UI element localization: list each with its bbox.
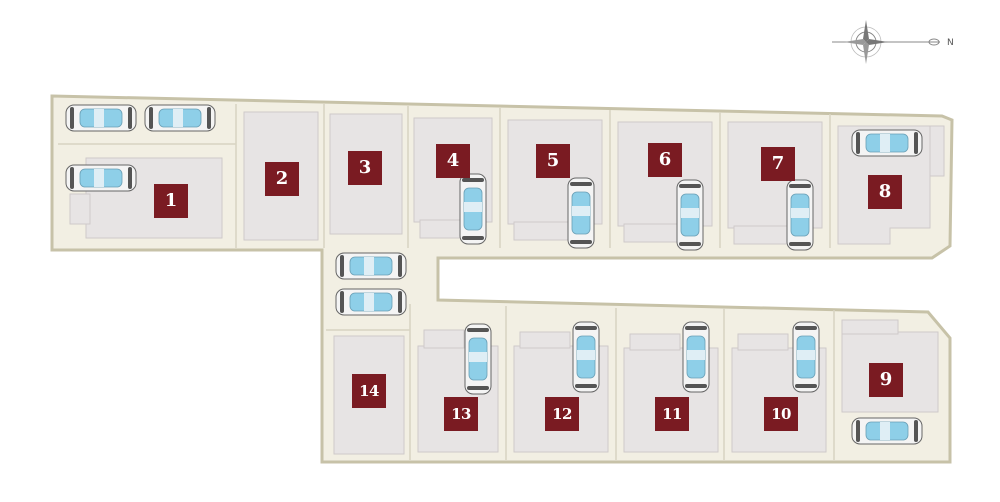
lot-label-8[interactable]: 8 <box>868 175 902 209</box>
north-label: N <box>947 38 954 48</box>
lot-label-12[interactable]: 12 <box>545 397 579 431</box>
lot-label-6[interactable]: 6 <box>648 143 682 177</box>
lot-label-4[interactable]: 4 <box>436 144 470 178</box>
car-icon <box>144 104 216 132</box>
car-icon <box>572 321 600 393</box>
car-icon <box>459 173 487 245</box>
lot-label-5[interactable]: 5 <box>536 144 570 178</box>
car-icon <box>851 129 923 157</box>
lot-label-7[interactable]: 7 <box>761 147 795 181</box>
car-icon <box>792 321 820 393</box>
car-icon <box>335 288 407 316</box>
lot-label-11[interactable]: 11 <box>655 397 689 431</box>
car-icon <box>464 323 492 395</box>
car-icon <box>567 177 595 249</box>
lot-dividers-bottom <box>326 304 835 460</box>
lot-label-13[interactable]: 13 <box>444 397 478 431</box>
compass-rose-icon <box>832 20 940 64</box>
car-icon <box>676 179 704 251</box>
lot-label-14[interactable]: 14 <box>352 374 386 408</box>
lot-label-1[interactable]: 1 <box>154 184 188 218</box>
car-icon <box>65 104 137 132</box>
car-icon <box>335 252 407 280</box>
lot-label-3[interactable]: 3 <box>348 151 382 185</box>
car-icon <box>851 417 923 445</box>
lot-label-10[interactable]: 10 <box>764 397 798 431</box>
car-icon <box>682 321 710 393</box>
lot-label-9[interactable]: 9 <box>869 363 903 397</box>
lot-dividers-top <box>58 104 831 248</box>
lot-label-2[interactable]: 2 <box>265 162 299 196</box>
car-icon <box>786 179 814 251</box>
car-icon <box>65 164 137 192</box>
